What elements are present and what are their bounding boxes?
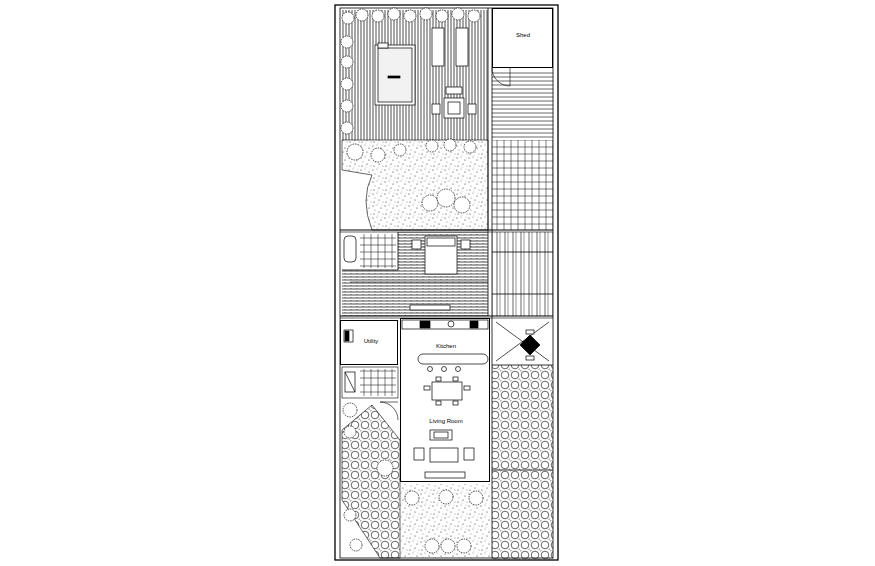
ground-fills (342, 10, 553, 560)
kitchen-living-room: KitchenLiving Room (400, 318, 490, 482)
room-label: Living Room (428, 418, 463, 425)
shed-room: Shed (492, 8, 553, 68)
pool-and-furniture (344, 28, 549, 478)
walls (335, 5, 558, 560)
trees (341, 8, 483, 553)
room-label: Utility (363, 338, 380, 345)
utility-room: Utility (340, 320, 398, 365)
room-label: Shed (515, 32, 531, 39)
room-label: Kitchen (435, 343, 457, 350)
